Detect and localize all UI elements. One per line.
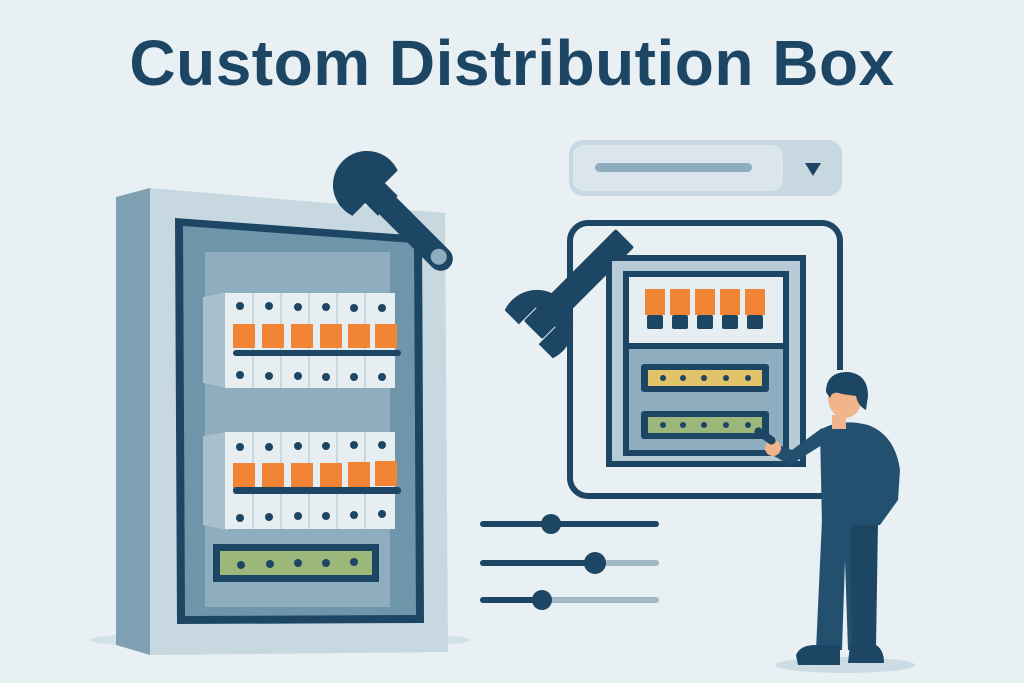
page-title: Custom Distribution Box — [129, 27, 895, 99]
person-icon — [754, 372, 900, 665]
slider-handle[interactable] — [532, 590, 552, 610]
slider-1[interactable] — [480, 514, 659, 534]
breaker-row-1 — [203, 292, 401, 388]
dropdown-value-placeholder — [595, 163, 752, 172]
slider-2[interactable] — [480, 552, 659, 574]
slider-handle[interactable] — [584, 552, 606, 574]
slider-3[interactable] — [480, 590, 659, 610]
slider-handle[interactable] — [541, 514, 561, 534]
wrench-icon — [332, 150, 453, 271]
breaker-row-2 — [203, 432, 401, 530]
chevron-down-icon[interactable] — [805, 163, 821, 176]
person-shadow — [775, 657, 915, 673]
left-cabinet — [116, 188, 448, 655]
terminal-bar — [213, 544, 379, 582]
dropdown-select[interactable] — [569, 140, 842, 196]
